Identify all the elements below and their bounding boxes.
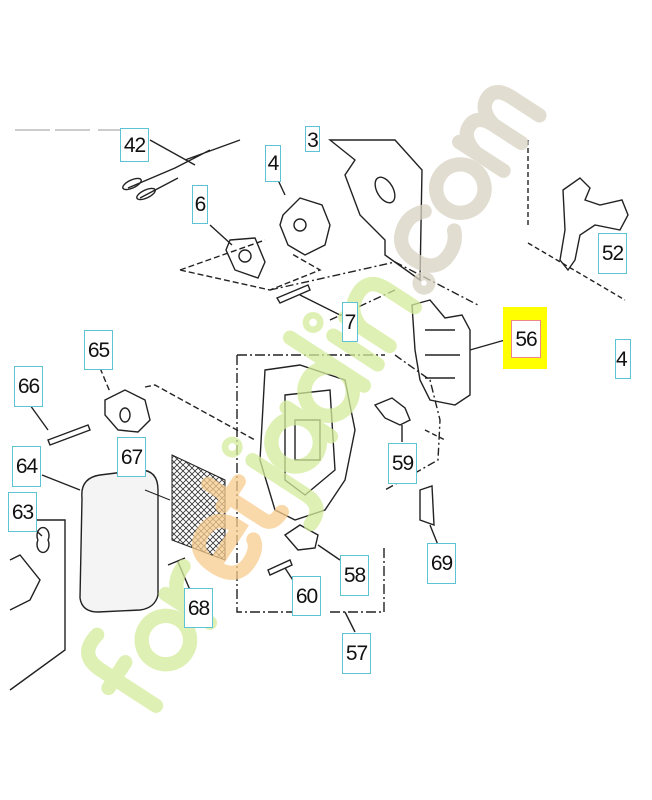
carburetor (411, 299, 506, 406)
part-label-56[interactable]: 56 (511, 320, 541, 358)
air-filter (41, 469, 159, 613)
part-label-60[interactable]: 60 (292, 576, 321, 616)
cover-edge (9, 519, 66, 691)
long-bolt (29, 404, 91, 446)
part-label-66[interactable]: 66 (14, 366, 43, 407)
cleaner-plate (99, 367, 256, 441)
part-label-57[interactable]: 57 (342, 633, 371, 674)
choke-knob (283, 524, 341, 561)
part-label-68[interactable]: 68 (184, 588, 213, 628)
part-label-58[interactable]: 58 (340, 555, 369, 596)
part-label-42[interactable]: 42 (120, 128, 149, 162)
ignition-cable (122, 139, 241, 201)
part-label-4[interactable]: 4 (265, 145, 281, 182)
part-label-67[interactable]: 67 (117, 437, 146, 477)
part-label-59[interactable]: 59 (388, 443, 417, 484)
bracket-69 (419, 485, 439, 546)
part-label-63[interactable]: 63 (8, 492, 37, 532)
part-label-69[interactable]: 69 (427, 543, 456, 584)
insulator (277, 179, 331, 256)
plate (179, 224, 322, 291)
part-label-3[interactable]: 3 (305, 126, 320, 152)
part-label-6[interactable]: 6 (192, 185, 208, 224)
part-label-7[interactable]: 7 (342, 302, 358, 342)
part-label-64[interactable]: 64 (12, 446, 41, 487)
bolt (275, 284, 341, 316)
gasket (328, 139, 423, 282)
part-label-52[interactable]: 52 (598, 233, 627, 274)
part-label-65[interactable]: 65 (84, 330, 113, 370)
part-label-4-right[interactable]: 4 (615, 339, 631, 379)
choke-lever (373, 397, 411, 442)
